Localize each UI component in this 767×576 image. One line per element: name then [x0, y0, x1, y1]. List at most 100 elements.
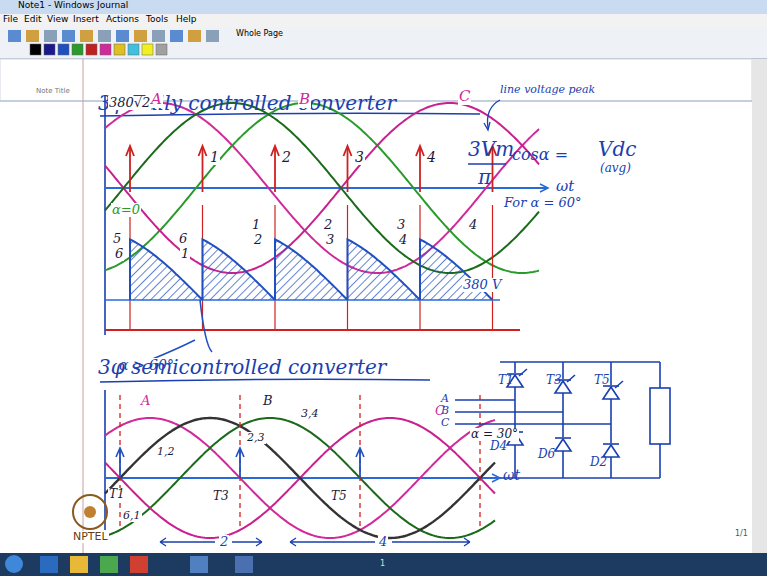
arrow-head [356, 448, 364, 457]
device-label: D4 [490, 440, 507, 453]
angle-note: For α = 60° [504, 196, 581, 210]
color-swatch [58, 44, 69, 55]
gate-lead [615, 381, 623, 388]
tool-icon [188, 30, 201, 42]
menu-item: Tools [146, 15, 168, 25]
tool-icon [98, 30, 111, 42]
thyristor-label: T1 [108, 488, 126, 501]
arrow-head [236, 448, 244, 457]
device-label: T5 [594, 374, 610, 387]
formula-part: π [478, 166, 491, 188]
dashed-guide [359, 395, 360, 530]
thyristor-label: T3 [212, 490, 230, 503]
wire [610, 424, 612, 443]
interval-label: 4 [378, 535, 388, 549]
phase-label: B [262, 394, 274, 408]
thyristor-number: 5 [112, 232, 122, 246]
firing-arrows [126, 146, 497, 330]
taskbar [0, 553, 767, 576]
color-swatch [142, 44, 153, 55]
color-swatch [30, 44, 41, 55]
firing-arrow [119, 450, 121, 478]
tool-bar [0, 27, 767, 58]
gate-lead [567, 375, 575, 382]
thyristor-number: 3 [325, 233, 335, 247]
formula-part: (avg) [600, 162, 631, 175]
arrow-head [199, 146, 207, 156]
tool-icon [8, 30, 21, 42]
device-label: T3 [546, 374, 562, 387]
arrow-head [271, 146, 279, 156]
tool-icon [26, 30, 39, 42]
wire [514, 387, 516, 400]
interval-label: 2 [219, 535, 229, 549]
arrow-head [126, 146, 134, 156]
color-swatch [86, 44, 97, 55]
zoom-label: Whole Page [236, 30, 283, 39]
color-swatch [44, 44, 55, 55]
thyristor-number: 3 [354, 150, 365, 165]
phase-label: A [140, 394, 151, 408]
voltage-label: 380 V [462, 278, 502, 292]
wire [562, 412, 564, 437]
firing-arrow [347, 148, 349, 192]
menu-item: Insert [73, 15, 99, 25]
menu-item: View [47, 15, 68, 25]
thyristor-number: 3 [396, 218, 406, 232]
phase-input: A [441, 393, 449, 405]
color-swatch [72, 44, 83, 55]
phase-input: B [441, 405, 449, 417]
thyristor-number: 1 [180, 247, 190, 261]
scroll-bar [752, 59, 767, 553]
color-swatch [100, 44, 111, 55]
axis-label: ωt [503, 468, 520, 483]
conduction-pair: 2,3 [246, 432, 266, 444]
wire [610, 399, 612, 424]
thyristor-number: 6 [178, 232, 188, 246]
dashed-guide [479, 395, 480, 530]
tool-icon [170, 30, 183, 42]
margin-line [83, 59, 84, 553]
firing-marks [116, 395, 480, 530]
menu-bar [0, 14, 767, 27]
phase-label: C [458, 88, 471, 105]
firing-arrow [202, 148, 204, 192]
thyristor-number: 2 [281, 150, 292, 165]
color-swatch [156, 44, 167, 55]
conduction-pair: 3,4 [300, 408, 320, 420]
page-number: 1 [380, 560, 385, 569]
phase-label: B [298, 91, 311, 108]
bridge-circuit [455, 362, 670, 478]
dashed-guide [239, 395, 240, 530]
note-title-placeholder: Note Title [36, 88, 70, 96]
gate-lead [519, 369, 527, 376]
logo-text: NPTEL [72, 531, 109, 543]
firing-arrow [274, 148, 276, 192]
page-count: 1/1 [735, 530, 748, 539]
tool-icon [206, 30, 219, 42]
conduction-pair: 6,1 [122, 510, 142, 522]
arrow-head [344, 146, 352, 156]
phase-label: A [150, 91, 163, 108]
device-triangle [603, 387, 619, 399]
wire [562, 451, 564, 478]
firing-arrow [239, 450, 241, 478]
tool-icon [152, 30, 165, 42]
tool-icon [62, 30, 75, 42]
thyristor-number: 4 [468, 218, 478, 232]
menu-item: Actions [106, 15, 139, 25]
wire [562, 393, 564, 412]
formula-part: 3Vm [468, 138, 514, 160]
angle-label: α=0 [111, 203, 141, 217]
firing-guide [492, 205, 493, 330]
tool-icon [44, 30, 57, 42]
formula-part: cosα = [512, 146, 568, 164]
title-bar [0, 0, 767, 14]
tool-icon [116, 30, 129, 42]
firing-arrow [359, 450, 361, 478]
thyristor-number: 4 [426, 150, 437, 165]
wire [562, 362, 564, 379]
firing-arrow [129, 148, 131, 192]
device-label: T1 [498, 374, 514, 387]
heading: 3φ semicontrolled converter [98, 356, 386, 378]
